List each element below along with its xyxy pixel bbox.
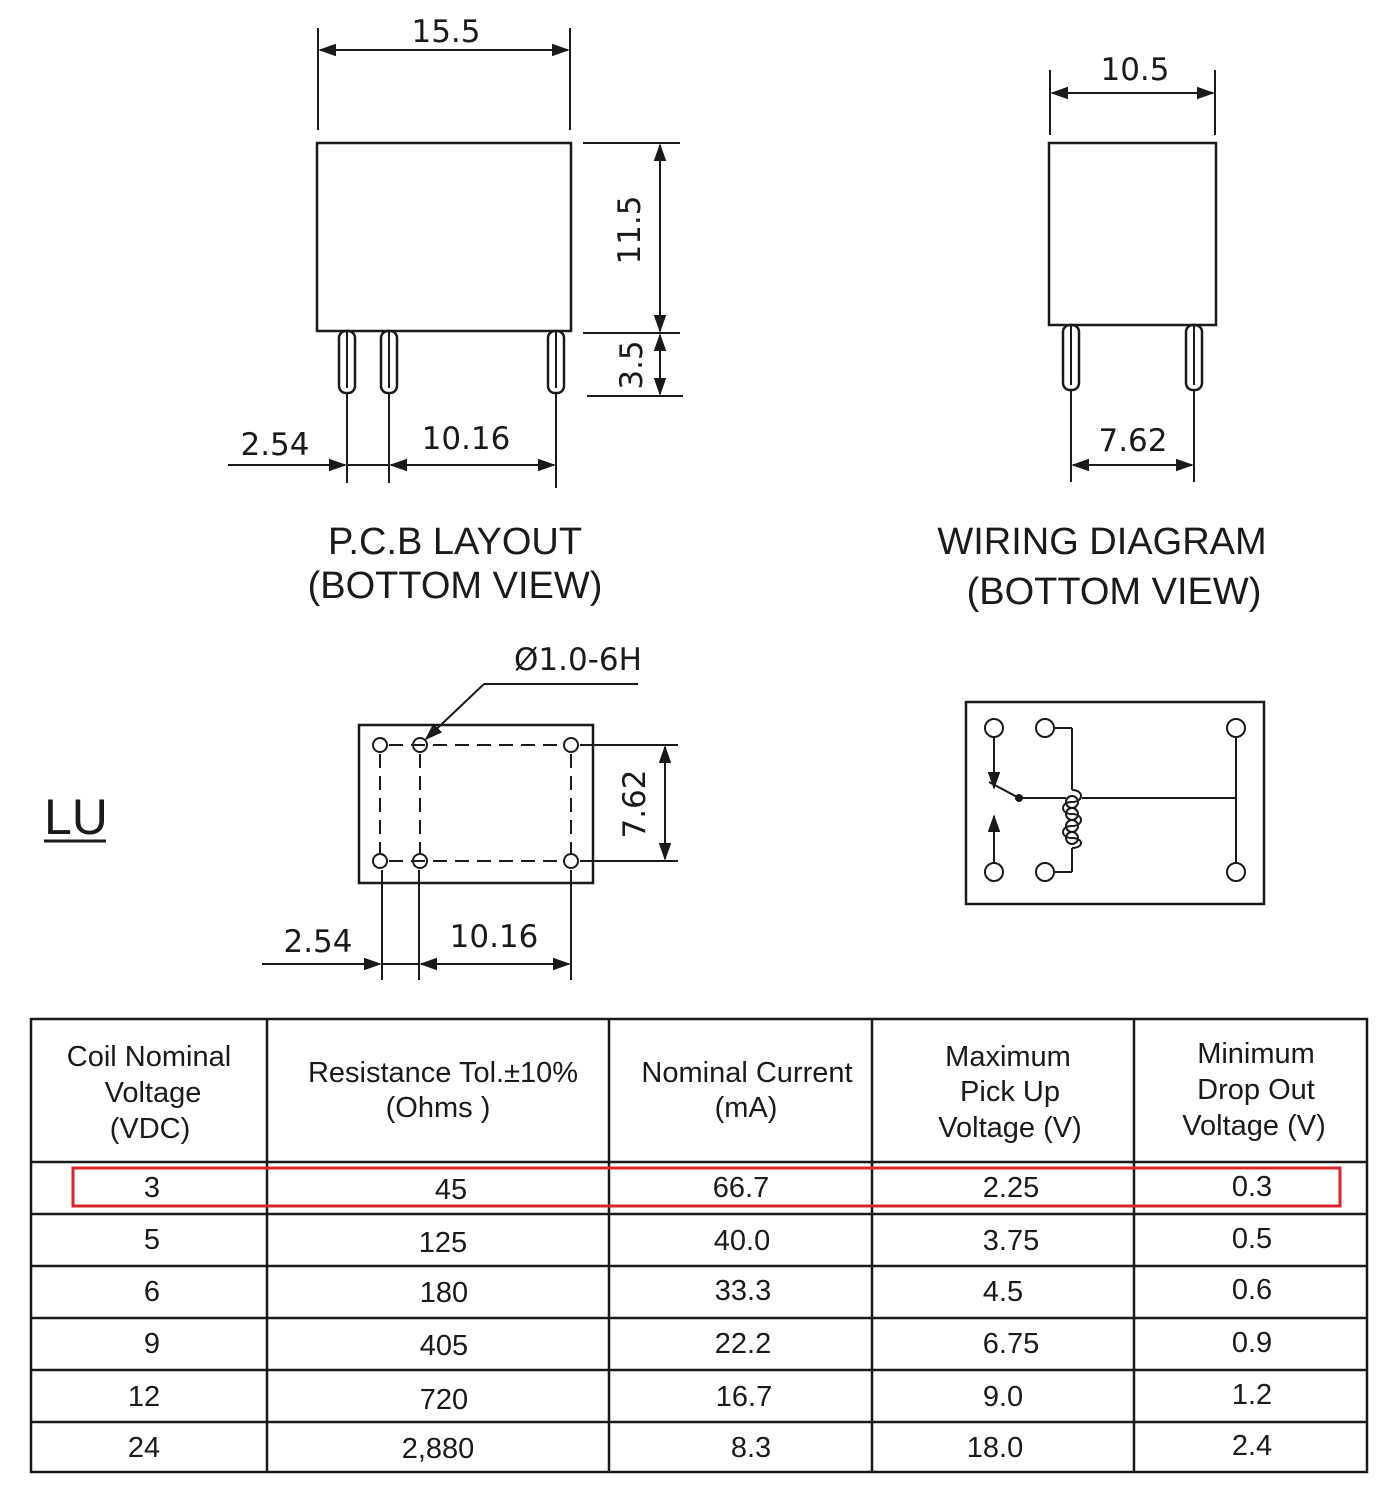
pcb-hole <box>563 737 579 753</box>
dim-body-height: 11.5 <box>612 195 648 264</box>
terminal <box>1226 862 1246 882</box>
table-cell: 3 <box>144 1172 160 1204</box>
header-coil-voltage-1: Coil Nominal <box>67 1041 231 1073</box>
table-cell: 2,880 <box>402 1433 475 1465</box>
terminal <box>1035 862 1055 882</box>
table-cell: 0.3 <box>1232 1171 1272 1203</box>
caption-pcb-line1: P.C.B LAYOUT <box>328 521 582 563</box>
dim-row-spacing: 7.62 <box>617 769 653 838</box>
header-pickup-1: Maximum <box>945 1041 1071 1073</box>
pcb-hole <box>412 853 428 869</box>
pcb-hole <box>412 737 428 753</box>
side-view-drawing: 10.5 7.62 <box>1047 52 1218 482</box>
pcb-layout-drawing: Ø1.0-6H 7.62 2.54 10.16 <box>262 642 678 980</box>
header-coil-voltage-2: Voltage <box>105 1077 202 1109</box>
table-cell: 12 <box>128 1381 160 1413</box>
relay-body-side <box>1047 141 1218 327</box>
header-coil-voltage-3: (VDC) <box>110 1113 191 1145</box>
table-cell: 720 <box>420 1384 468 1416</box>
table-cell: 3.75 <box>983 1225 1039 1257</box>
table-cell: 4.5 <box>983 1276 1023 1308</box>
table-cell: 6.75 <box>983 1328 1039 1360</box>
dim-pcb-pitch: 2.54 <box>283 924 352 960</box>
caption-wiring-line2: (BOTTOM VIEW) <box>967 571 1262 613</box>
table-cell: 66.7 <box>713 1172 769 1204</box>
pcb-outline <box>357 723 595 885</box>
terminal <box>984 718 1004 738</box>
front-view-drawing: 15.5 11.5 3.5 2.54 10.16 <box>228 14 683 488</box>
table-cell: 1.2 <box>1232 1379 1272 1411</box>
table-cell: 0.9 <box>1232 1327 1272 1359</box>
header-dropout-1: Minimum <box>1197 1038 1315 1070</box>
terminal <box>1035 718 1055 738</box>
terminal <box>1226 718 1246 738</box>
dim-pcb-span: 10.16 <box>450 919 539 955</box>
dim-pin-span: 10.16 <box>422 421 511 457</box>
table-cell: 5 <box>144 1224 160 1256</box>
coil-symbol <box>1062 789 1082 849</box>
dim-hole: Ø1.0-6H <box>514 642 642 678</box>
header-resistance-2: (Ohms ) <box>386 1092 491 1124</box>
pcb-hole <box>563 853 579 869</box>
model-label: LU <box>44 789 108 845</box>
table-cell: 33.3 <box>715 1275 771 1307</box>
dim-side-pin-span: 7.62 <box>1098 423 1167 459</box>
dim-pin-pitch: 2.54 <box>240 427 309 463</box>
header-resistance-1: Resistance Tol.±10% <box>308 1057 578 1089</box>
table-cell: 24 <box>128 1432 160 1464</box>
table-cell: 0.6 <box>1232 1274 1272 1306</box>
header-pickup-3: Voltage (V) <box>938 1112 1081 1144</box>
relay-body-front <box>315 141 573 333</box>
highlight-box <box>71 1166 1342 1208</box>
table-cell: 405 <box>420 1330 468 1362</box>
terminal <box>984 862 1004 882</box>
header-dropout-2: Drop Out <box>1197 1074 1315 1106</box>
table-cell: 2.25 <box>983 1172 1039 1204</box>
dim-top-width: 15.5 <box>411 14 480 50</box>
header-current-2: (mA) <box>715 1092 778 1124</box>
table-cell: 9.0 <box>983 1381 1023 1413</box>
table-cell: 22.2 <box>715 1328 771 1360</box>
header-dropout-3: Voltage (V) <box>1182 1110 1325 1142</box>
table-cell: 6 <box>144 1276 160 1308</box>
wiring-outline <box>964 700 1266 906</box>
table-cell: 18.0 <box>967 1432 1023 1464</box>
wiring-diagram <box>964 700 1266 906</box>
table-cell: 2.4 <box>1232 1430 1272 1462</box>
dim-side-width: 10.5 <box>1100 52 1169 88</box>
table-cell: 180 <box>420 1277 468 1309</box>
dim-pin-height: 3.5 <box>614 340 650 389</box>
caption-wiring-line1: WIRING DIAGRAM <box>937 521 1266 563</box>
table-cell: 8.3 <box>731 1432 771 1464</box>
header-pickup-2: Pick Up <box>960 1076 1060 1108</box>
table-cell: 125 <box>419 1227 467 1259</box>
pcb-hole <box>372 853 388 869</box>
pcb-hole <box>372 737 388 753</box>
table-outline <box>29 1017 1369 1474</box>
header-current-1: Nominal Current <box>641 1057 852 1089</box>
table-cell: 9 <box>144 1328 160 1360</box>
coil-data-table: Coil Nominal Voltage (VDC) Resistance To… <box>29 1017 1369 1474</box>
table-cell: 16.7 <box>716 1381 772 1413</box>
table-cell: 40.0 <box>714 1225 770 1257</box>
caption-pcb-line2: (BOTTOM VIEW) <box>308 565 603 607</box>
table-cell: 45 <box>435 1174 467 1206</box>
table-cell: 0.5 <box>1232 1223 1272 1255</box>
